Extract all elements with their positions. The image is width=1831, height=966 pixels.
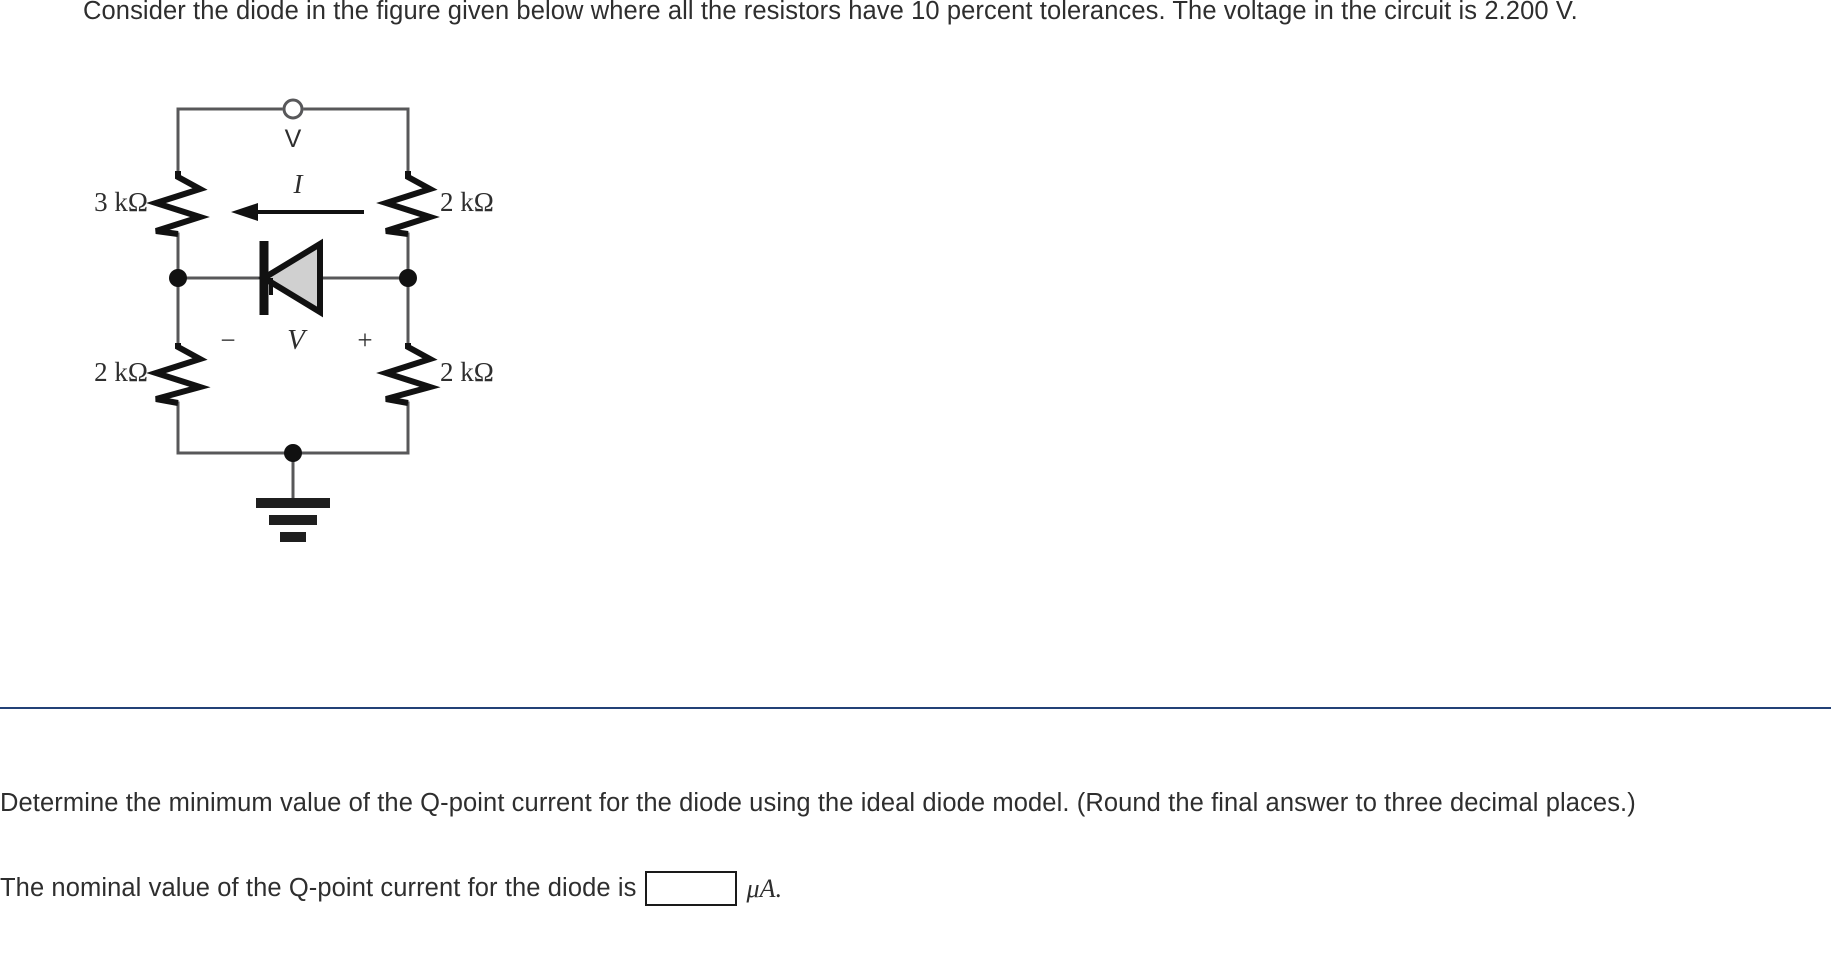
- junction-dot-ground: [284, 444, 302, 462]
- polarity-plus-label: +: [357, 325, 372, 355]
- resistor-label-top-right: 2 kΩ: [440, 187, 494, 217]
- terminal-voltage-label: V: [285, 125, 302, 153]
- junction-dot-right: [399, 269, 417, 287]
- resistor-label-bottom-right: 2 kΩ: [440, 357, 494, 387]
- resistor-top-right-icon: [376, 171, 440, 237]
- circuit-figure: V 3 kΩ 2 kΩ 2 kΩ 2 kΩ I − V +: [68, 81, 688, 551]
- determine-instruction: Determine the minimum value of the Q-poi…: [0, 789, 1636, 817]
- resistor-bottom-right-icon: [376, 343, 441, 406]
- resistor-top-left-icon: [146, 171, 210, 237]
- q-point-current-input[interactable]: [645, 871, 738, 907]
- answer-unit-label: μA.: [746, 873, 783, 903]
- resistor-bottom-left-icon: [146, 343, 211, 406]
- question-prompt: Consider the diode in the figure given b…: [83, 0, 1578, 25]
- diode-voltage-label: V: [287, 324, 308, 356]
- current-arrow-icon: [231, 203, 364, 221]
- answer-section: Determine the minimum value of the Q-poi…: [0, 786, 1790, 907]
- current-label: I: [293, 169, 305, 199]
- question-panel: Consider the diode in the figure given b…: [0, 0, 1831, 709]
- resistor-label-bottom-left: 2 kΩ: [94, 357, 148, 387]
- diode-icon: [258, 238, 323, 318]
- circuit-wires: [176, 107, 410, 501]
- terminal-node-icon: [282, 98, 304, 120]
- ground-icon: [256, 498, 330, 542]
- answer-row: The nominal value of the Q-point current…: [0, 871, 1790, 907]
- junction-dot-left: [169, 269, 187, 287]
- polarity-minus-label: −: [220, 325, 235, 355]
- resistor-label-top-left: 3 kΩ: [94, 187, 148, 217]
- answer-prompt-label: The nominal value of the Q-point current…: [0, 874, 637, 903]
